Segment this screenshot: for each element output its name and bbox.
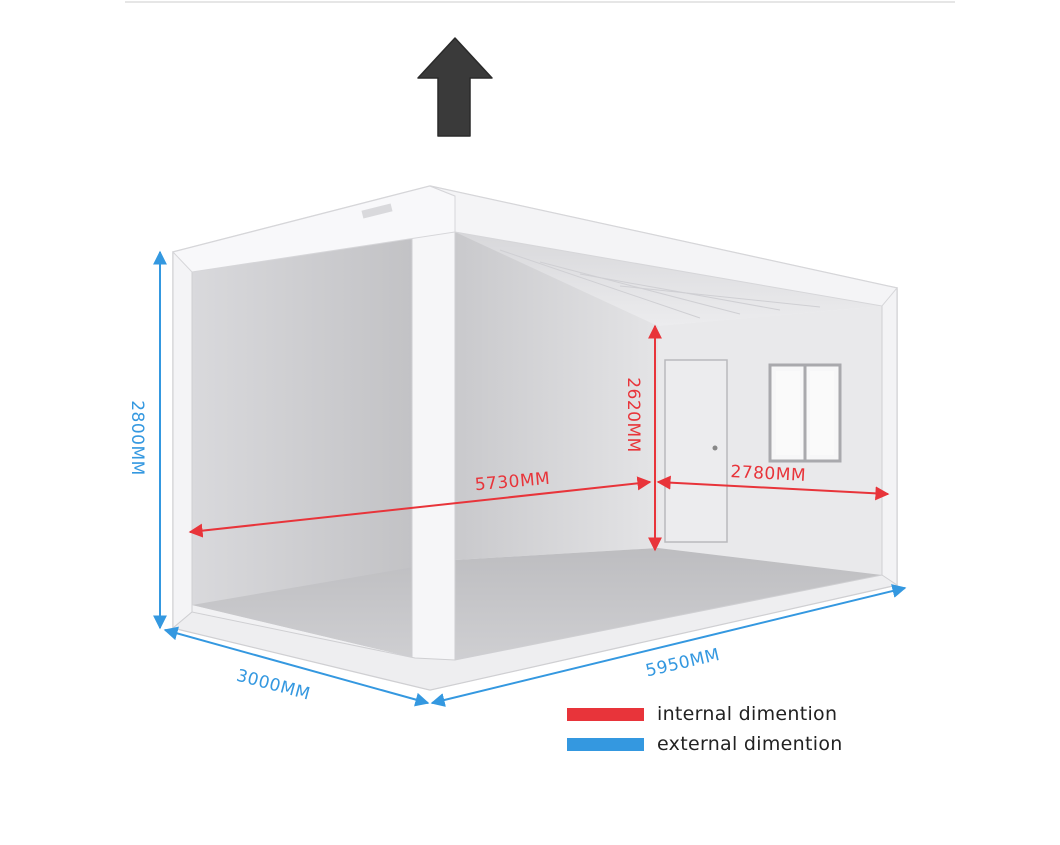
legend-internal-label: internal dimention bbox=[657, 703, 837, 725]
top-rail-plate bbox=[361, 203, 393, 219]
top-rail-side bbox=[429, 185, 898, 307]
legend: internal dimention external dimention bbox=[567, 703, 843, 755]
legend-internal-swatch bbox=[567, 708, 644, 721]
window bbox=[768, 363, 842, 463]
external-width-label: 3000MM bbox=[234, 666, 312, 705]
external-width-line bbox=[163, 626, 430, 707]
internal-height-label: 2620MM bbox=[623, 377, 643, 453]
external-length-label: 5950MM bbox=[644, 645, 722, 681]
corner-post-right bbox=[881, 287, 898, 586]
external-length-line bbox=[430, 584, 907, 707]
internal-width-line bbox=[656, 475, 890, 501]
door bbox=[664, 359, 728, 543]
up-arrow-icon bbox=[417, 37, 493, 137]
external-height-label: 2800MM bbox=[127, 400, 147, 476]
internal-dimensions: 5730MM 2780MM 2620MM bbox=[188, 324, 890, 552]
internal-width-label: 2780MM bbox=[730, 462, 807, 486]
ceiling-ribs bbox=[499, 249, 821, 319]
door-handle bbox=[712, 445, 718, 451]
internal-length-line bbox=[188, 476, 652, 538]
legend-external-swatch bbox=[567, 738, 644, 751]
legend-external-label: external dimention bbox=[657, 733, 843, 755]
container-illustration bbox=[171, 185, 899, 691]
corner-post-left bbox=[172, 251, 193, 630]
container-left-wall bbox=[192, 226, 415, 658]
corner-post-front bbox=[411, 213, 456, 681]
